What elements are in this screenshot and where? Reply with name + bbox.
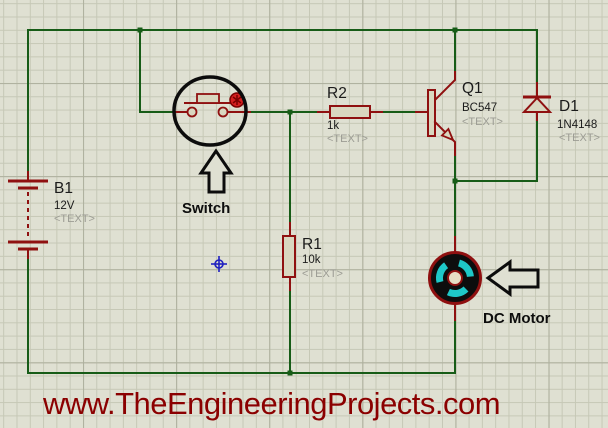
- wire-emitter-diode[interactable]: [454, 119, 538, 182]
- motor-pointer-arrow: [485, 259, 540, 297]
- diode-d1-symbol[interactable]: [521, 82, 553, 121]
- battery-ref-label: B1: [54, 180, 73, 197]
- d1-ref-label: D1: [559, 98, 579, 115]
- switch-highlight-circle: [172, 75, 248, 147]
- r1-ref-label: R1: [302, 236, 322, 253]
- wire-top-rail[interactable]: [27, 29, 538, 173]
- motor-annotation-label: DC Motor: [483, 310, 551, 327]
- switch-pointer-arrow: [198, 148, 234, 194]
- q1-value-label: BC547: [462, 102, 498, 114]
- switch-annotation-label: Switch: [182, 200, 231, 217]
- q1-text-placeholder: <TEXT>: [462, 116, 503, 128]
- website-watermark: www.TheEngineeringProjects.com: [43, 386, 501, 421]
- wire-switch-branch[interactable]: [139, 29, 177, 113]
- resistor-r2-symbol[interactable]: [317, 105, 383, 119]
- r2-ref-label: R2: [327, 85, 347, 102]
- q1-ref-label: Q1: [462, 80, 483, 97]
- r1-text-placeholder: <TEXT>: [302, 268, 343, 280]
- r2-text-placeholder: <TEXT>: [327, 133, 368, 145]
- junction-dot: [452, 178, 458, 184]
- r1-value-label: 10k: [302, 254, 321, 266]
- resistor-r1-symbol[interactable]: [282, 222, 296, 291]
- d1-value-label: 1N4148: [557, 119, 598, 131]
- junction-dot: [287, 370, 293, 376]
- transistor-q1-symbol[interactable]: [415, 71, 456, 156]
- emitter-arrowhead: [440, 127, 455, 142]
- d1-text-placeholder: <TEXT>: [559, 132, 600, 144]
- dc-motor-symbol[interactable]: [428, 236, 482, 321]
- battery-symbol[interactable]: [8, 171, 48, 259]
- pushbutton-symbol[interactable]: [172, 75, 251, 147]
- r2-value-label: 1k: [327, 120, 340, 132]
- wire-bottom-rail[interactable]: [27, 257, 456, 374]
- wires[interactable]: [27, 29, 538, 374]
- junction-dot: [137, 27, 143, 33]
- origin-crosshair-marker: [211, 256, 227, 272]
- junction-dot: [287, 109, 293, 115]
- junction-dot: [452, 27, 458, 33]
- junction-dots: [137, 27, 458, 376]
- battery-value-label: 12V: [54, 200, 75, 212]
- battery-text-placeholder: <TEXT>: [54, 213, 95, 225]
